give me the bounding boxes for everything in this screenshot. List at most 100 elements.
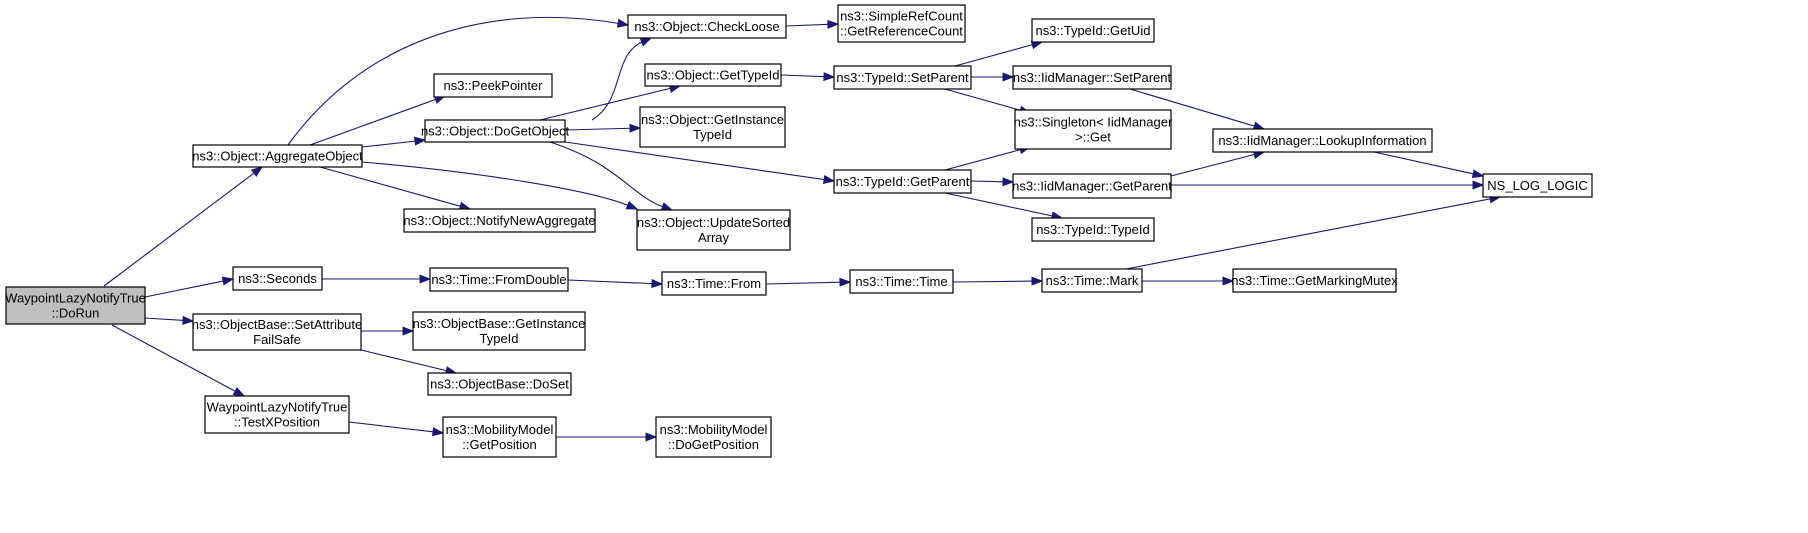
node-box	[1041, 268, 1143, 293]
node-label-line: ns3::Object::DoGetObject	[421, 124, 570, 139]
node-mm_dogetpos[interactable]: ns3::MobilityModel::DoGetPosition	[655, 416, 772, 458]
edge-dogetobject-to-tid_getparent	[564, 141, 836, 184]
edge-mark-to-nslog	[1125, 194, 1502, 270]
edge-iid_setparent-to-lookup	[1129, 88, 1266, 131]
node-singleton[interactable]: ns3::Singleton< IidManager >::Get	[1014, 109, 1173, 150]
edge-tid_getparent-to-iid_getparent	[970, 177, 1015, 187]
node-box	[837, 4, 966, 43]
node-ob_doset[interactable]: ns3::ObjectBase::DoSet	[427, 372, 572, 396]
node-nslog[interactable]: NS_LOG_LOGIC	[1482, 173, 1593, 198]
node-timetime[interactable]: ns3::Time::Time	[849, 269, 954, 294]
edge-line	[954, 43, 1034, 67]
node-label-line: ns3::Time::Time	[855, 274, 947, 289]
node-box	[636, 209, 791, 251]
node-tid_getuid[interactable]: ns3::TypeId::GetUid	[1031, 18, 1155, 43]
node-iid_getparent[interactable]: ns3::IidManager::GetParent	[1012, 173, 1172, 199]
edge-iid_getparent-to-lookup	[1170, 150, 1266, 177]
node-label-line: ns3::Singleton< IidManager	[1014, 115, 1173, 130]
node-box	[1031, 217, 1155, 242]
arrowhead	[1471, 169, 1485, 179]
node-iid_setparent[interactable]: ns3::IidManager::SetParent	[1012, 65, 1172, 90]
node-box	[655, 416, 772, 458]
node-label-line: NS_LOG_LOGIC	[1487, 178, 1587, 193]
node-box	[412, 311, 586, 351]
edge-aggregate-to-updatesorted	[361, 161, 639, 210]
node-box	[429, 267, 569, 292]
node-checkloose[interactable]: ns3::Object::CheckLoose	[627, 14, 787, 39]
node-label-line: ns3::TypeId::TypeId	[1036, 222, 1149, 237]
edge-line	[361, 140, 417, 148]
node-notifynew[interactable]: ns3::Object::NotifyNewAggregate	[403, 208, 596, 233]
node-label-line: ns3::Object::UpdateSorted	[637, 215, 790, 230]
node-box	[427, 372, 572, 396]
arrowhead	[1002, 72, 1015, 82]
node-box	[192, 144, 363, 168]
node-seconds[interactable]: ns3::Seconds	[232, 266, 323, 291]
node-lookup[interactable]: ns3::IidManager::LookupInformation	[1212, 128, 1433, 153]
arrowhead	[419, 274, 432, 284]
node-label-line: WaypointLazyNotifyTrue	[207, 400, 348, 415]
arrowhead	[414, 136, 427, 146]
arrowhead	[250, 166, 264, 177]
node-label-line: ns3::Object::AggregateObject	[192, 149, 363, 164]
edges-layer	[103, 16, 1502, 442]
node-tid_typeid[interactable]: ns3::TypeId::TypeId	[1031, 217, 1155, 242]
edge-timefrom-to-timetime	[765, 277, 852, 287]
edge-aggregate-to-checkloose	[287, 16, 630, 146]
arrowhead	[432, 427, 445, 437]
node-fromdouble[interactable]: ns3::Time::FromDouble	[429, 267, 569, 292]
node-gettypeid[interactable]: ns3::Object::GetTypeId	[644, 63, 782, 87]
node-label-line: >::Get	[1075, 130, 1111, 145]
node-mm_getpos[interactable]: ns3::MobilityModel::GetPosition	[442, 416, 557, 458]
edge-line	[591, 41, 643, 121]
edge-line	[539, 87, 672, 121]
node-label-line: ns3::Seconds	[238, 271, 317, 286]
edge-iid_getparent-to-nslog	[1171, 180, 1485, 190]
node-box	[849, 269, 954, 294]
edge-mm_getpos-to-mm_dogetpos	[556, 432, 658, 442]
node-box	[1212, 128, 1433, 153]
node-label-line: ns3::MobilityModel	[446, 422, 554, 437]
node-box	[1232, 268, 1397, 293]
edge-tid_setparent-to-iid_setparent	[971, 72, 1015, 82]
node-box	[1014, 109, 1172, 150]
node-box	[433, 73, 553, 98]
node-label-line: ns3::Object::GetTypeId	[647, 68, 780, 83]
edge-seconds-to-fromdouble	[322, 274, 432, 284]
edge-timetime-to-mark	[952, 276, 1044, 286]
node-label-line: ns3::TypeId::GetParent	[836, 174, 970, 189]
arrowhead	[651, 279, 664, 289]
node-box	[403, 208, 596, 233]
edge-line	[319, 166, 462, 208]
node-box	[1031, 18, 1155, 43]
arrowhead	[402, 326, 415, 336]
edge-line	[564, 127, 632, 131]
node-tid_getparent[interactable]: ns3::TypeId::GetParent	[833, 169, 972, 194]
node-peek[interactable]: ns3::PeekPointer	[433, 73, 553, 98]
node-testx[interactable]: WaypointLazyNotifyTrue::TestXPosition	[204, 395, 350, 434]
node-label-line: ::DoRun	[52, 306, 100, 321]
node-mark[interactable]: ns3::Time::Mark	[1041, 268, 1143, 293]
edge-line	[1129, 88, 1256, 127]
node-label-line: ns3::Time::FromDouble	[431, 272, 566, 287]
edge-line	[1373, 151, 1475, 175]
edge-line	[111, 324, 237, 393]
node-box	[833, 169, 972, 194]
edge-line	[785, 23, 830, 27]
edge-line	[567, 279, 654, 285]
node-tid_setparent[interactable]: ns3::TypeId::SetParent	[833, 65, 972, 90]
edge-line	[944, 148, 1022, 171]
edge-lookup-to-nslog	[1373, 151, 1485, 179]
node-mutex[interactable]: ns3::Time::GetMarkingMutex	[1231, 268, 1398, 293]
arrowhead	[822, 175, 836, 184]
node-timefrom[interactable]: ns3::Time::From	[661, 271, 767, 296]
arrowhead	[1031, 276, 1044, 286]
node-aggregate[interactable]: ns3::Object::AggregateObject	[192, 144, 363, 168]
node-dogetobject[interactable]: ns3::Object::DoGetObject	[421, 119, 570, 143]
node-label-line: ns3::IidManager::LookupInformation	[1218, 133, 1426, 148]
node-simpleref[interactable]: ns3::SimpleRefCount::GetReferenceCount	[837, 4, 966, 43]
